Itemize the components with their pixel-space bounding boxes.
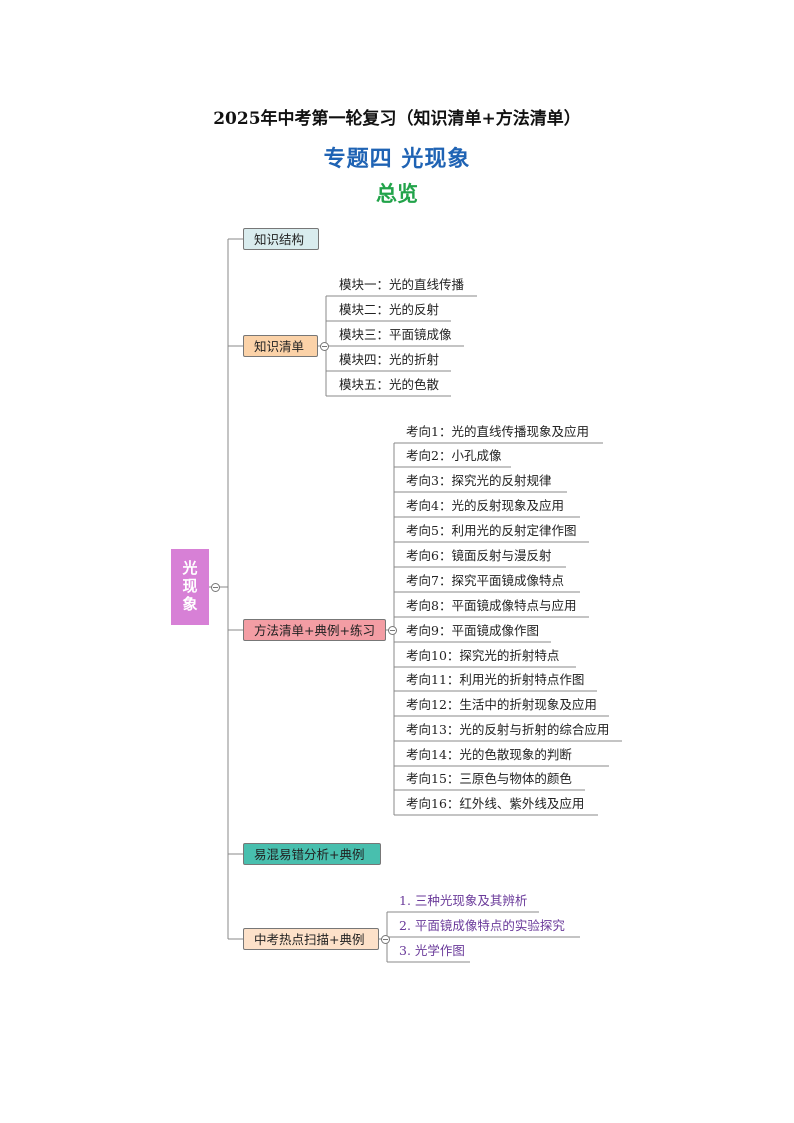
method-item[interactable]: 考向15：三原色与物体的颜色 xyxy=(406,771,572,786)
branch-hot-topics[interactable]: 中考热点扫描+典例 xyxy=(243,928,379,950)
method-item[interactable]: 考向6：镜面反射与漫反射 xyxy=(406,548,552,563)
branch-knowledge-list[interactable]: 知识清单 xyxy=(243,335,318,357)
knowledge-item[interactable]: 模块二：光的反射 xyxy=(339,302,440,317)
method-item[interactable]: 考向9：平面镜成像作图 xyxy=(406,623,539,638)
method-collapse-toggle[interactable] xyxy=(388,626,397,635)
method-item[interactable]: 考向1：光的直线传播现象及应用 xyxy=(406,424,589,439)
method-item[interactable]: 考向14：光的色散现象的判断 xyxy=(406,747,572,762)
method-item[interactable]: 考向5：利用光的反射定律作图 xyxy=(406,523,577,538)
knowledge-item[interactable]: 模块五：光的色散 xyxy=(339,377,440,392)
knowledge-item[interactable]: 模块三：平面镜成像 xyxy=(339,327,452,342)
topic-title: 专题四 光现象 xyxy=(323,147,471,172)
branch-easy-mistakes[interactable]: 易混易错分析+典例 xyxy=(243,843,381,865)
root-node[interactable]: 光现象 xyxy=(171,549,209,625)
method-item[interactable]: 考向3：探究光的反射规律 xyxy=(406,473,552,488)
method-item[interactable]: 考向8：平面镜成像特点与应用 xyxy=(406,598,577,613)
hot-collapse-toggle[interactable] xyxy=(381,935,390,944)
hot-item[interactable]: 1. 三种光现象及其辨析 xyxy=(399,893,528,908)
branch-method-list[interactable]: 方法清单+典例+练习 xyxy=(243,619,386,641)
knowledge-item[interactable]: 模块一：光的直线传播 xyxy=(339,277,465,292)
hot-item[interactable]: 2. 平面镜成像特点的实验探究 xyxy=(399,918,565,933)
method-item[interactable]: 考向2：小孔成像 xyxy=(406,448,502,463)
method-item[interactable]: 考向10：探究光的折射特点 xyxy=(406,648,560,663)
knowledge-collapse-toggle[interactable] xyxy=(320,342,329,351)
branch-knowledge-structure[interactable]: 知识结构 xyxy=(243,228,319,250)
document-title: 2025年中考第一轮复习（知识清单+方法清单） xyxy=(213,109,581,129)
method-item[interactable]: 考向12：生活中的折射现象及应用 xyxy=(406,697,597,712)
method-item[interactable]: 考向16：红外线、紫外线及应用 xyxy=(406,796,585,811)
hot-item[interactable]: 3. 光学作图 xyxy=(399,943,465,958)
method-item[interactable]: 考向13：光的反射与折射的综合应用 xyxy=(406,722,610,737)
root-collapse-toggle[interactable] xyxy=(211,583,220,592)
method-item[interactable]: 考向4：光的反射现象及应用 xyxy=(406,498,564,513)
method-item[interactable]: 考向7：探究平面镜成像特点 xyxy=(406,573,564,588)
overview-heading: 总览 xyxy=(376,182,418,206)
knowledge-item[interactable]: 模块四：光的折射 xyxy=(339,352,440,367)
method-item[interactable]: 考向11：利用光的折射特点作图 xyxy=(406,672,585,687)
